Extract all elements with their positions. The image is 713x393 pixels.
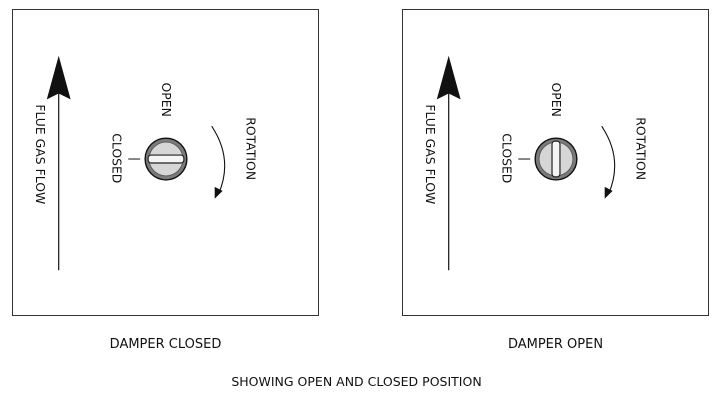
rotation-arc [211,125,226,195]
flow-arrow-head-icon [46,55,71,100]
damper-closed-panel: FLUE GAS FLOW OPEN CLOSED ROTATION [12,9,319,316]
damper-open-panel: FLUE GAS FLOW OPEN CLOSED ROTATION [402,9,709,316]
damper-knob-closed-icon [144,137,188,181]
flow-arrow-head-icon [436,55,461,100]
flue-gas-flow-label: FLUE GAS FLOW [423,104,438,204]
closed-label: CLOSED [499,133,514,183]
damper-open-diagram: FLUE GAS FLOW OPEN CLOSED ROTATION [423,55,648,271]
damper-open-caption: DAMPER OPEN [507,337,604,352]
closed-label: CLOSED [109,133,124,183]
open-label: OPEN [159,83,174,117]
damper-closed-caption: DAMPER CLOSED [109,337,222,352]
rotation-label: ROTATION [633,117,648,180]
damper-closed-diagram: FLUE GAS FLOW OPEN CLOSED ROTATION [33,55,258,271]
rotation-arrow-head-icon [214,186,223,199]
damper-knob-open-icon [534,137,578,181]
rotation-arc [601,125,616,195]
figure-caption: SHOWING OPEN AND CLOSED POSITION [231,374,482,389]
flue-gas-flow-label: FLUE GAS FLOW [33,104,48,204]
rotation-arrow-head-icon [604,186,613,199]
open-label: OPEN [549,83,564,117]
rotation-label: ROTATION [243,117,258,180]
